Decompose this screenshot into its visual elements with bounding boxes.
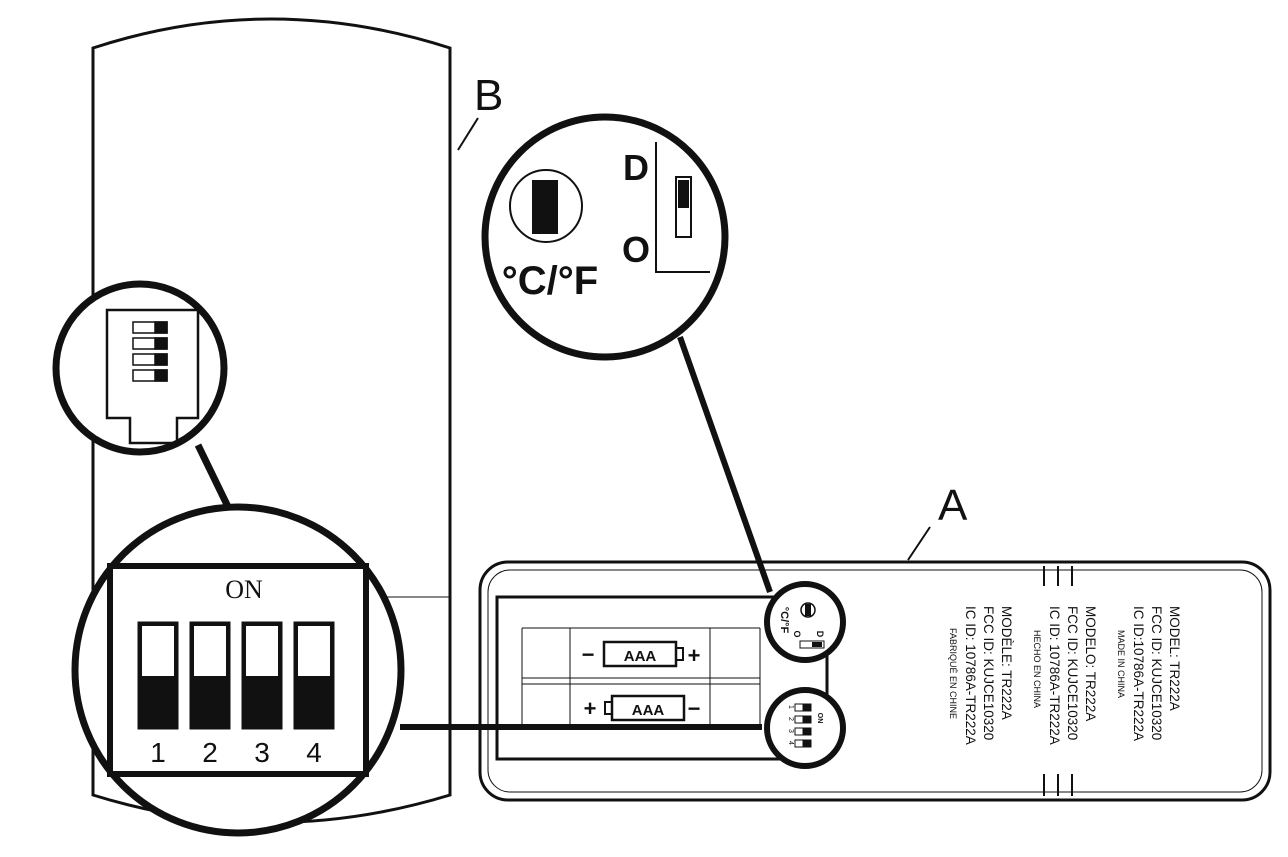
switch-o-label: O [622,229,650,270]
unit-temp-switch-circle[interactable] [764,581,846,663]
battery-compartment [495,595,829,761]
connector-small-to-large [194,443,236,517]
dip-number-3: 3 [254,737,270,768]
battery-bottom-plus: + [584,696,597,721]
unit-small-num-3: 3 [787,729,794,733]
label-en-fcc: FCC ID: KUJCE10320 [1149,606,1164,740]
leader-line-b [457,117,479,151]
dip-number-1: 1 [150,737,166,768]
unit-small-num-1: 1 [787,705,794,709]
temp-unit-label: °C/°F [502,259,598,303]
regulatory-label: MODEL: TR222A FCC ID: KUJCE10320 IC ID:1… [948,606,1182,745]
label-fr-model: MODÈLE: TR222A [999,606,1014,720]
label-english-block: MODEL: TR222A FCC ID: KUJCE10320 IC ID:1… [1116,606,1182,741]
switch-d-label: D [623,147,649,188]
battery-bottom-label: AAA [632,702,665,719]
unit-back-a [478,526,1272,802]
unit-small-o-label: O [792,630,802,637]
dip-magnifier-large [71,503,405,837]
unit-dip-switch-circle[interactable] [764,687,846,769]
dip-switch-2[interactable] [189,621,231,730]
callout-a: A [938,481,968,530]
dip-switch-3[interactable] [241,621,283,730]
label-es-ic: IC ID: 10786A-TR222A [1047,606,1062,745]
dip-on-label: ON [225,575,263,604]
callout-b: B [474,71,503,120]
label-en-model: MODEL: TR222A [1167,606,1182,711]
dip-magnifier-small [52,280,228,456]
label-spanish-block: MODELO: TR222A FCC ID: KUJCE10320 IC ID:… [1032,606,1098,745]
unit-small-d-label: D [815,631,825,638]
dip-number-4: 4 [306,737,322,768]
battery-top-label: AAA [624,648,657,665]
dip-number-2: 2 [202,737,218,768]
label-en-origin: MADE IN CHINA [1116,630,1126,698]
label-fr-ic: IC ID: 10786A-TR222A [963,606,978,745]
battery-top-plus: + [688,643,701,668]
battery-bottom-minus: − [688,696,701,721]
label-en-ic: IC ID:10786A-TR222A [1131,606,1146,741]
unit-small-temp-label: °C/°F [778,607,790,634]
unit-small-num-2: 2 [787,717,794,721]
unit-back-outline [478,560,1272,802]
temp-switch-magnifier [481,113,729,361]
label-fr-origin: FABRIQUÉ EN CHINE [948,628,958,719]
label-fr-fcc: FCC ID: KUJCE10320 [981,606,996,740]
unit-small-on-label: ON [816,713,823,724]
leader-line-a [907,526,931,561]
small-dip-switches [132,321,168,382]
dip-switch-4[interactable] [293,621,335,730]
label-es-fcc: FCC ID: KUJCE10320 [1065,606,1080,740]
unit-small-num-4: 4 [787,741,794,745]
label-french-block: MODÈLE: TR222A FCC ID: KUJCE10320 IC ID:… [948,606,1014,745]
dip-switch-1[interactable] [137,621,179,730]
connector-temp-to-unit-a [677,336,773,593]
label-es-model: MODELO: TR222A [1083,606,1098,721]
battery-top-minus: − [582,642,595,667]
label-es-origin: HECHO EN CHINA [1032,630,1042,708]
